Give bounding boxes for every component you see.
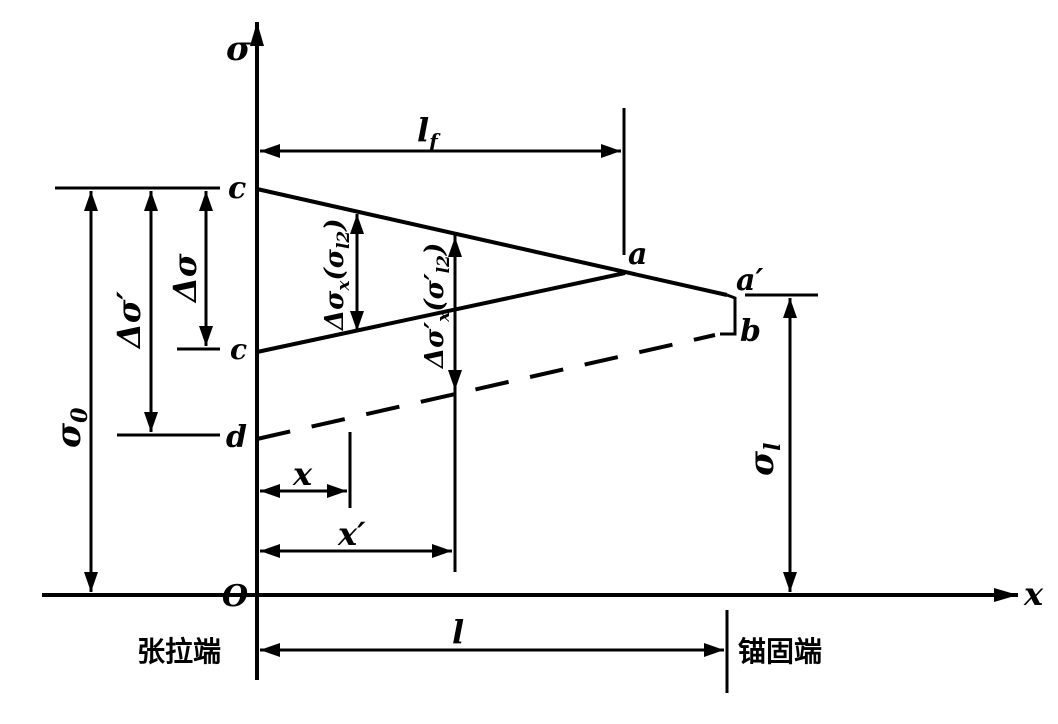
delta-sigma-x-label: Δσx(σl2) [320,218,354,332]
x-axis-label: x [1023,575,1044,613]
tension-end-label: 张拉端 [137,635,221,668]
delta-sigma-prime-label: Δσ′ [110,291,148,350]
point-label-d: d [226,420,247,455]
sigma0-label: σ0 [49,407,93,448]
delta-sigma-x-prime-label: Δσ′x(σ′l2) [420,243,454,370]
lf-label: lf [417,111,441,153]
point-label-c-bottom: c [230,333,247,366]
step-a-prime-b [720,293,737,336]
sigma-l-label: σl [742,443,786,476]
point-label-b: b [740,314,761,349]
point-label-a-prime: a′ [736,263,763,298]
origin-label: O [222,579,248,614]
friction-loss-line-c-a [256,187,728,297]
x-label: x [292,455,313,493]
dashed-line-d-b [256,333,716,441]
anchor-end-label: 锚固端 [738,635,822,668]
reverse-friction-line-c-a [256,271,626,354]
l-label: l [452,613,464,651]
x-prime-label: x′ [337,515,366,553]
point-label-a: a [628,237,647,272]
point-label-c-top: c [228,171,246,206]
delta-sigma-label: Δσ [166,253,204,304]
y-axis-label: σ [226,29,252,69]
